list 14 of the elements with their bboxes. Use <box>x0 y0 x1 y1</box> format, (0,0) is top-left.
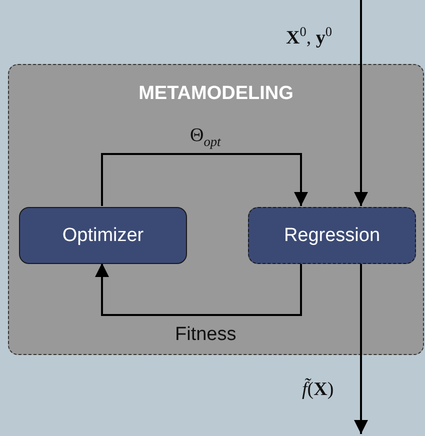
arrow <box>354 263 368 434</box>
process-box <box>19 207 187 264</box>
arrow <box>354 0 368 206</box>
arrow <box>95 263 302 316</box>
process-box <box>248 207 416 264</box>
group-heading: METAMODELING <box>138 83 294 105</box>
edge-label: Fitness <box>175 325 236 344</box>
arrow <box>101 153 308 206</box>
edge-label: Θ$_{opt}$ <box>190 126 221 148</box>
edge-label: f̃(X) <box>302 380 334 399</box>
group-container <box>8 64 424 355</box>
box-label: Regression <box>284 224 380 246</box>
edge-label: X$^{0}$, y$^{0}$ <box>286 25 332 48</box>
box-label: Optimizer <box>62 224 144 246</box>
